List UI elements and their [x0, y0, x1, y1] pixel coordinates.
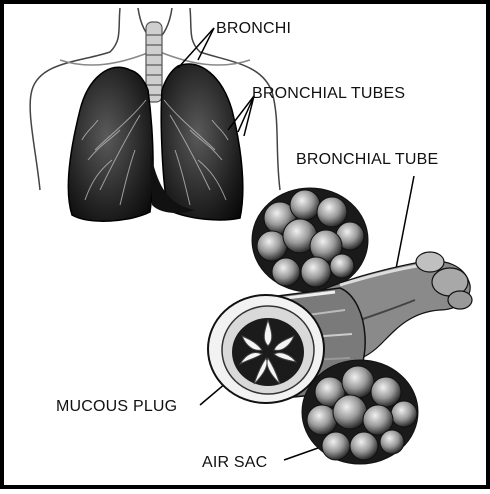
label-mucous-plug: MUCOUS PLUG [56, 398, 177, 416]
label-bronchi: BRONCHI [216, 20, 291, 38]
label-bronchial-tube: BRONCHIAL TUBE [296, 151, 438, 169]
mucous-plug-cross-section [208, 295, 324, 403]
label-air-sac: AIR SAC [202, 454, 267, 472]
right-lung [161, 64, 243, 220]
upper-air-sac-cluster [252, 188, 368, 292]
label-bronchial-tubes: BRONCHIAL TUBES [252, 85, 405, 103]
left-lung [68, 67, 153, 221]
lower-air-sac-cluster [302, 360, 418, 464]
